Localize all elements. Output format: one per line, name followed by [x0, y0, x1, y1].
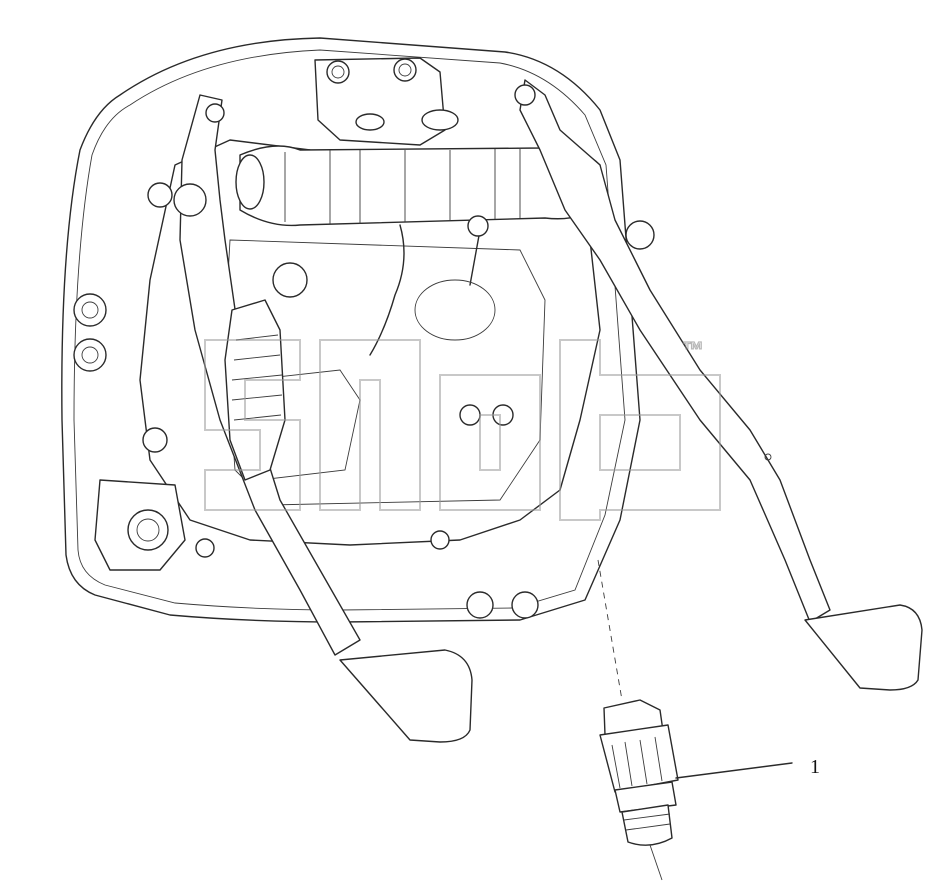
master-cylinder	[224, 299, 286, 481]
bolt-top-right	[393, 58, 417, 82]
clutch-pedal-pad	[339, 649, 473, 743]
brake-pedal-arm	[519, 79, 831, 623]
bolt-top-left	[326, 60, 350, 84]
return-spring	[369, 224, 405, 356]
trademark-mark: ™	[682, 337, 704, 362]
callout-label-1: 1	[810, 756, 820, 778]
callout-leader	[675, 762, 793, 779]
clutch-pedal-arm	[179, 94, 361, 656]
brake-pedal-pad	[804, 604, 923, 691]
top-bracket	[314, 57, 446, 146]
mounting-plate	[61, 37, 641, 623]
pedal-switch	[599, 699, 679, 881]
watermark: ™	[204, 336, 721, 521]
